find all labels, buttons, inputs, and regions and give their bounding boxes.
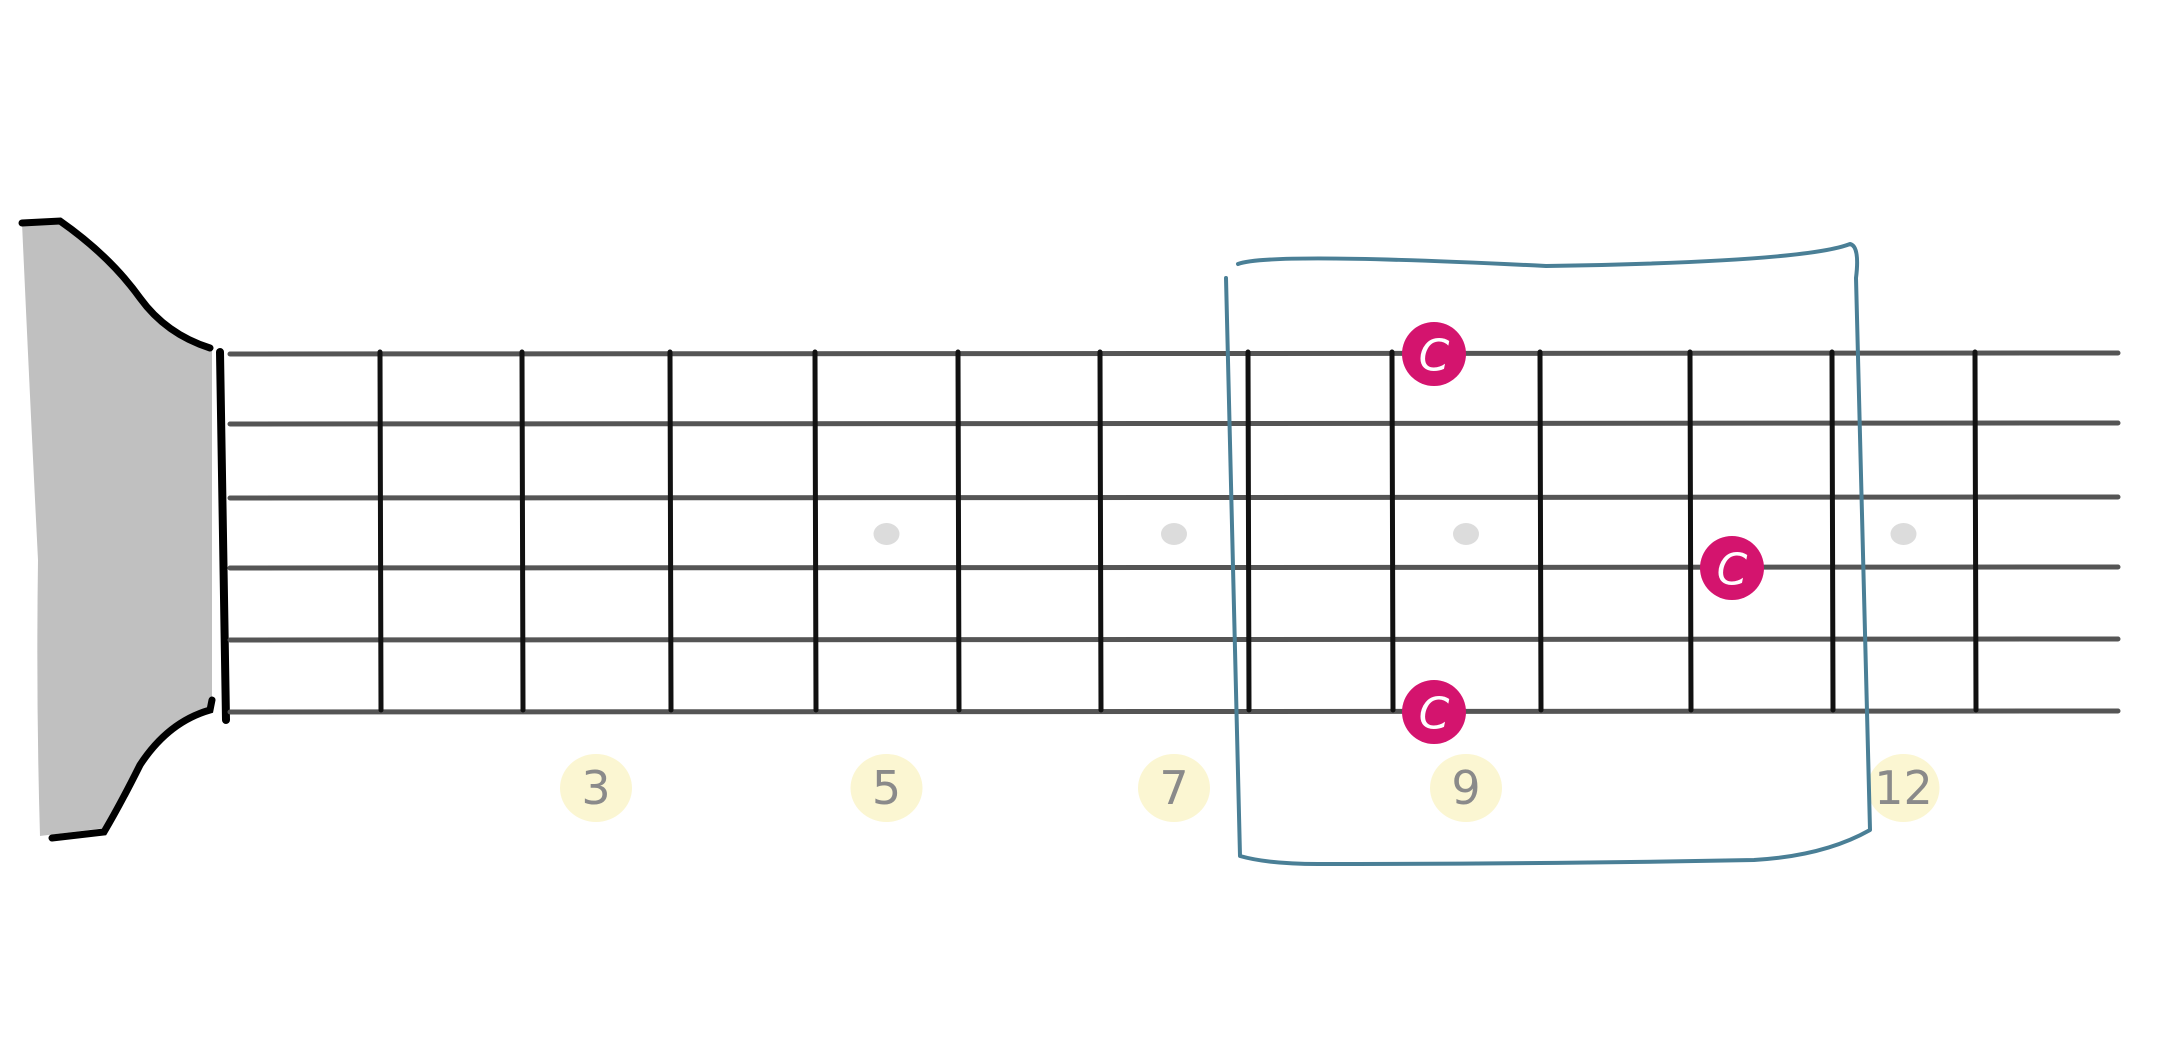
frets	[377, 349, 1979, 713]
fret-number-7: 7	[1159, 761, 1188, 815]
inlay-dot-fret-12	[1890, 523, 1917, 545]
fret-number-bg	[1867, 754, 1940, 822]
string-4	[227, 564, 2121, 571]
fret-9	[1537, 349, 1544, 713]
inlays	[873, 523, 1917, 545]
fret-3	[667, 349, 674, 713]
fret-2	[519, 349, 526, 713]
fret-10	[1687, 349, 1694, 713]
note-label: C	[1419, 331, 1450, 382]
fret-1	[377, 349, 384, 713]
inlay-dot-fret-7	[1161, 523, 1187, 545]
fret-number-5: 5	[872, 761, 901, 815]
fret-number-bg	[1138, 754, 1210, 822]
headstock	[22, 221, 212, 836]
strings	[227, 350, 2121, 715]
note-label: C	[1419, 689, 1450, 740]
highlight-box	[1224, 242, 1872, 866]
fret-12	[1972, 349, 1979, 713]
note-marker: C	[1402, 322, 1466, 386]
fret-number-3: 3	[581, 761, 610, 815]
note-circle	[1700, 536, 1764, 600]
note-circle	[1402, 680, 1466, 744]
string-3	[227, 494, 2121, 501]
nut	[216, 348, 230, 724]
fret-number-12: 12	[1874, 761, 1933, 815]
note-label: C	[1717, 545, 1748, 596]
inlay-dot-fret-9	[1453, 523, 1479, 545]
fret-11	[1829, 349, 1836, 713]
fret-8	[1389, 349, 1396, 713]
note-marker: C	[1700, 536, 1764, 600]
fret-7	[1245, 349, 1252, 713]
fret-number-bg	[1430, 754, 1502, 822]
notes: C C C	[1402, 322, 1764, 744]
string-2	[227, 420, 2121, 427]
headstock-outline-bottom	[48, 696, 216, 842]
string-6	[227, 708, 2121, 715]
headstock-outline-top	[18, 217, 214, 352]
fret-6	[1097, 349, 1104, 713]
note-marker: C	[1402, 680, 1466, 744]
highlight-region	[1224, 242, 1872, 866]
fret-number-bg	[560, 754, 632, 822]
note-circle	[1402, 322, 1466, 386]
inlay-dot-fret-5	[873, 523, 900, 545]
fret-5	[955, 349, 962, 713]
fret-numbers: 3 5 7 9 12	[560, 754, 1940, 822]
fret-4	[812, 349, 819, 713]
fret-number-9: 9	[1451, 761, 1480, 815]
string-5	[227, 636, 2121, 643]
fret-number-bg	[850, 754, 923, 822]
string-1	[227, 350, 2121, 357]
